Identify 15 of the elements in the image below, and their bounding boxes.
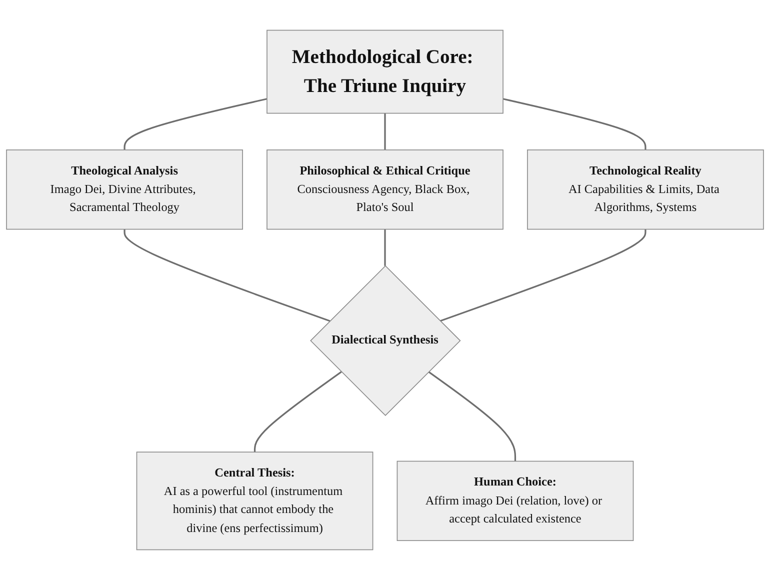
node-box: Philosophical & Ethical Critique Consciousness Agency, Black Box, Plato's Soul (266, 150, 504, 230)
node-box: Human Choice: Affirm imago Dei (relation, love) or accept calculated existence (396, 460, 634, 541)
node-box: Theological Analysis Imago Dei, Divine Attributes, Sacramental Theology (6, 150, 243, 230)
connector (502, 98, 646, 150)
connector (124, 98, 268, 150)
node-box: Methodological Core: The Triune Inquiry (266, 30, 504, 114)
connector (428, 371, 516, 462)
connector (254, 371, 342, 452)
node-diamond: Dialectical Synthesis (310, 265, 461, 416)
connector (124, 229, 330, 322)
connector (384, 229, 386, 266)
connector (384, 113, 386, 150)
connector (440, 229, 646, 322)
node-box: Technological Reality AI Capabilities & Limits, Data Algorithms, Systems (527, 150, 764, 230)
node-box: Central Thesis: AI as a powerful tool (instrumentum hominis) that cannot embody the divine (ens perfectissimum) (136, 452, 374, 550)
